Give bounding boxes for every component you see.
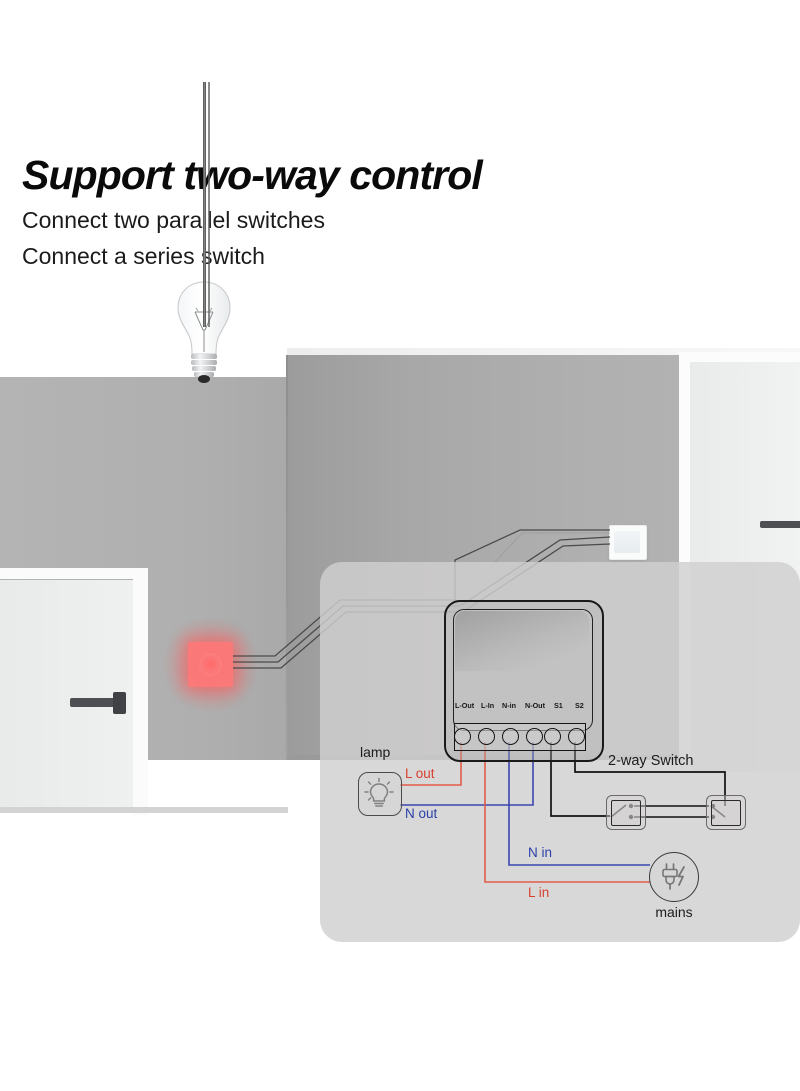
door-left-handle xyxy=(70,698,125,707)
wire-label-l-in: L in xyxy=(528,885,550,900)
terminal-s2[interactable] xyxy=(568,728,585,745)
module-highlight xyxy=(455,611,589,671)
door-right-handle xyxy=(760,521,800,528)
lamp-icon xyxy=(358,772,402,816)
switch-box-b-inner xyxy=(711,800,741,826)
wiring-diagram-panel xyxy=(320,562,800,942)
terminal-label-s1: S1 xyxy=(554,701,563,710)
wire-label-n-in: N in xyxy=(528,845,553,860)
two-way-switch-label: 2-way Switch xyxy=(608,753,694,769)
door-left-frame-top xyxy=(0,568,148,579)
terminal-label-l-in: L-In xyxy=(481,701,495,710)
light-cord xyxy=(203,82,206,327)
wire-label-l-out: L out xyxy=(405,766,435,781)
door-left-frame xyxy=(133,568,148,815)
terminal-l-in[interactable] xyxy=(478,728,495,745)
terminal-s1[interactable] xyxy=(544,728,561,745)
lamp-label: lamp xyxy=(360,744,391,760)
terminal-label-n-in: N-in xyxy=(502,701,516,710)
door-left xyxy=(0,580,135,808)
terminal-label-s2: S2 xyxy=(575,701,584,710)
switch-a-internals xyxy=(610,803,634,820)
door-left-handle-base xyxy=(113,692,126,714)
terminal-n-out[interactable] xyxy=(526,728,543,745)
terminal-l-out[interactable] xyxy=(454,728,471,745)
subtitle-line-2: Connect a series switch xyxy=(22,243,265,269)
terminal-label-l-out: L-Out xyxy=(455,701,475,710)
terminal-n-in[interactable] xyxy=(502,728,519,745)
page-title: Support two-way control xyxy=(22,152,483,198)
wall-switch-rocker xyxy=(614,531,640,553)
light-cord-2 xyxy=(208,82,210,327)
terminal-label-row: L-Out L-In N-in N-Out S1 S2 xyxy=(453,701,593,713)
junction-box-core xyxy=(199,653,222,676)
terminal-strip xyxy=(454,723,586,751)
mains-label: mains xyxy=(655,904,693,920)
switch-box-a-inner xyxy=(611,800,641,826)
baseboard xyxy=(0,807,288,813)
mains-icon xyxy=(649,852,699,902)
subtitle-line-1: Connect two parallel switches xyxy=(22,207,325,233)
door-right-frame-top xyxy=(679,352,800,362)
wire-label-n-out: N out xyxy=(405,806,438,821)
terminal-label-n-out: N-Out xyxy=(525,701,545,710)
